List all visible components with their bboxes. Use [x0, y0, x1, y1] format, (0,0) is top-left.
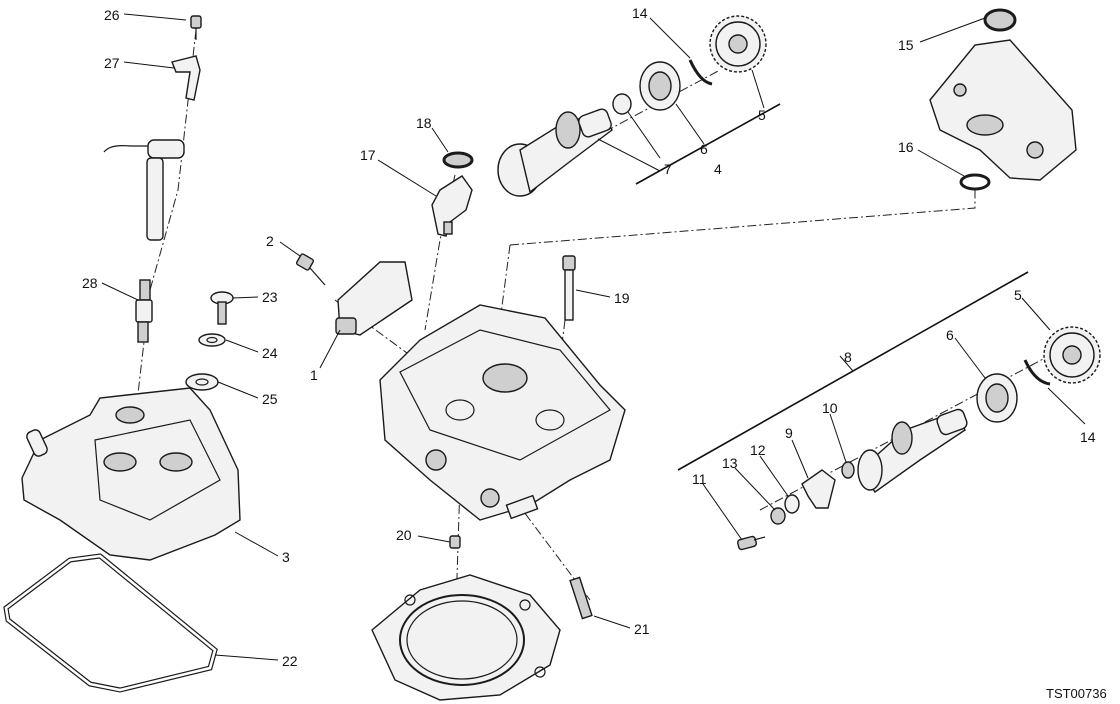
callout-28: 28: [82, 275, 98, 291]
callout-14b: 14: [1080, 429, 1096, 445]
callout-6b: 6: [946, 327, 954, 343]
callout-24: 24: [262, 345, 278, 361]
part-washer-12: [784, 494, 800, 514]
callout-5: 5: [758, 107, 766, 123]
part-bearing-6: [639, 61, 681, 111]
callout-20: 20: [396, 527, 412, 543]
part-tensioner-1: [335, 261, 413, 336]
callout-4: 4: [714, 161, 722, 177]
callout-25: 25: [262, 391, 278, 407]
callout-16: 16: [898, 139, 914, 155]
callout-13: 13: [722, 455, 738, 471]
callout-labels: 26 27 28 23 24 25 3 22 2 1 18 17 14 5 6 …: [82, 5, 1096, 669]
part-bolt-2: [295, 253, 326, 286]
part-head-gasket: [371, 574, 561, 701]
part-intake-camshaft-8: [857, 408, 968, 493]
callout-19: 19: [614, 290, 630, 306]
callout-3: 3: [282, 549, 290, 565]
callout-2: 2: [266, 233, 274, 249]
part-cylinder-head: [379, 304, 626, 521]
part-valve-cover-3: [21, 387, 241, 561]
callout-14: 14: [632, 5, 648, 21]
part-oring-15: [983, 8, 1017, 32]
leader-lines: [101, 13, 1086, 661]
callout-5b: 5: [1014, 287, 1022, 303]
callout-26: 26: [104, 7, 120, 23]
callout-18: 18: [416, 115, 432, 131]
part-sensor-11: [736, 535, 766, 551]
part-stud-21: [569, 576, 593, 620]
part-grommet-25: [185, 373, 219, 391]
callout-11: 11: [692, 471, 707, 487]
callout-23: 23: [262, 289, 278, 305]
part-exhaust-camshaft-4: [497, 108, 613, 197]
callout-17: 17: [360, 147, 376, 163]
part-seal-18: [442, 151, 474, 169]
part-bolt-23: [210, 291, 234, 325]
callout-8: 8: [844, 349, 852, 365]
part-cover-gasket-22: [3, 553, 218, 693]
part-circlip-14: [688, 59, 713, 86]
part-nut-13: [770, 507, 786, 525]
callout-15: 15: [898, 37, 914, 53]
callout-1: 1: [310, 367, 318, 383]
callout-12: 12: [750, 442, 766, 458]
group-bracket-8: [677, 271, 1029, 471]
part-sprocket-5b: [1043, 326, 1101, 384]
part-sprocket-5: [709, 15, 767, 73]
part-bracket-9: [801, 469, 836, 509]
part-cam-carrier: [929, 39, 1077, 181]
callout-6: 6: [700, 141, 708, 157]
part-oring-16: [959, 173, 991, 191]
part-bearing-6b: [976, 373, 1018, 423]
callout-9: 9: [785, 425, 793, 441]
group-bracket-4: [597, 103, 781, 185]
part-plug-7: [612, 93, 632, 115]
part-circlip-14b: [1023, 359, 1051, 386]
part-screw-26: [190, 15, 202, 40]
part-spark-plug-28: [135, 279, 153, 343]
part-clamp-27: [171, 55, 201, 101]
callout-21: 21: [634, 621, 650, 637]
drawing-code: TST00736: [1046, 686, 1107, 701]
callout-22: 22: [282, 653, 298, 669]
part-washer-24: [198, 333, 226, 347]
part-housing-17: [431, 175, 473, 237]
callout-10: 10: [822, 400, 838, 416]
part-dowel-20: [449, 535, 461, 549]
part-stud-19: [562, 255, 576, 321]
callout-7: 7: [664, 161, 672, 177]
part-plug-10: [841, 461, 855, 479]
callout-27: 27: [104, 55, 120, 71]
part-ignition-coil: [103, 139, 185, 241]
